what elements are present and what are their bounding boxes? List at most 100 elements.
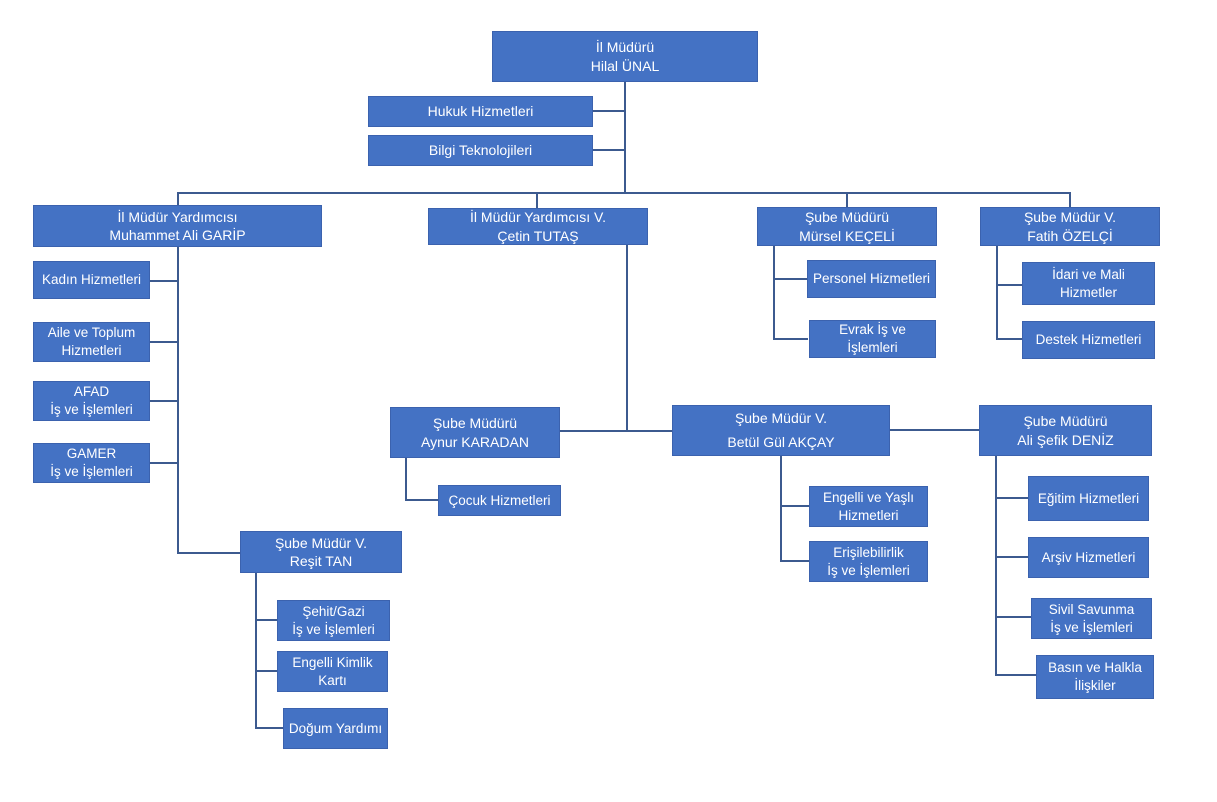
node-unit-line2: İş ve İşlemleri: [292, 621, 375, 637]
org-node-tan: Şube Müdür V. Reşit TAN: [240, 531, 402, 573]
org-node-garip: İl Müdür Yardımcısı Muhammet Ali GARİP: [33, 205, 322, 247]
org-node-deniz: Şube Müdürü Ali Şefik DENİZ: [979, 405, 1152, 456]
org-node-personel-hizmetleri: Personel Hizmetleri: [807, 260, 936, 298]
node-unit-line2: İşlemleri: [847, 340, 898, 355]
org-node-keceli: Şube Müdürü Mürsel KEÇELİ: [757, 207, 937, 246]
node-person: Muhammet Ali GARİP: [109, 227, 246, 243]
connector-sehit: [255, 619, 277, 621]
node-unit-line2: Kartı: [318, 672, 347, 688]
org-node-basin-halkla: Basın ve Halkla İlişkiler: [1036, 655, 1154, 699]
node-unit: Destek Hizmetleri: [1035, 332, 1142, 348]
org-node-idari-mali: İdari ve Mali Hizmetler: [1022, 262, 1155, 305]
node-role: Şube Müdürü: [1023, 413, 1108, 430]
connector-drop-keceli: [846, 192, 848, 208]
node-role: İl Müdürü: [595, 39, 655, 56]
org-node-kadin-hizmetleri: Kadın Hizmetleri: [33, 261, 150, 299]
node-unit: Bilgi Teknolojileri: [428, 142, 533, 159]
node-unit-line2: İlişkiler: [1074, 678, 1116, 693]
node-unit: Personel Hizmetleri: [812, 271, 931, 287]
org-node-gamer: GAMER İş ve İşlemleri: [33, 443, 150, 483]
org-node-cocuk-hizmetleri: Çocuk Hizmetleri: [438, 485, 561, 516]
node-unit: İdari ve Mali: [1052, 266, 1125, 282]
connector-karadan-hang: [405, 457, 407, 500]
org-node-akcay: Şube Müdür V. Betül Gül AKÇAY: [672, 405, 890, 456]
connector-egitim: [995, 497, 1028, 499]
connector-gamer: [150, 462, 177, 464]
node-unit: Şehit/Gazi: [302, 603, 365, 619]
connector-engelli-kimlik: [255, 670, 277, 672]
node-unit: Eğitim Hizmetleri: [1037, 490, 1140, 506]
connector-tan-elbow: [177, 552, 240, 554]
org-node-egitim-hizmetleri: Eğitim Hizmetleri: [1028, 476, 1149, 521]
connector-hukuk: [593, 110, 624, 112]
node-unit-line2: Hizmetler: [1059, 284, 1117, 300]
connector-drop-garip: [177, 192, 179, 206]
node-person: Aynur KARADAN: [421, 433, 529, 450]
org-node-hukuk-hizmetleri: Hukuk Hizmetleri: [368, 96, 593, 127]
node-unit: Hukuk Hizmetleri: [427, 103, 534, 120]
connector-dogum: [255, 727, 283, 729]
connector-drop-ozelci: [1069, 192, 1071, 208]
org-node-ozelci: Şube Müdür V. Fatih ÖZELÇİ: [980, 207, 1160, 246]
node-unit: GAMER: [66, 446, 117, 462]
connector-keceli-hang: [773, 246, 775, 340]
node-person: Çetin TUTAŞ: [497, 227, 579, 244]
connector-tan-hang: [255, 573, 257, 729]
node-unit: Sivil Savunma: [1048, 601, 1135, 617]
node-role: Şube Müdür V.: [1023, 209, 1117, 226]
node-role: Şube Müdürü: [432, 415, 518, 432]
org-node-evrak: Evrak İş ve İşlemleri: [809, 320, 936, 358]
node-unit-line2: İş ve İşlemleri: [1050, 619, 1133, 635]
node-unit-line2: İş ve İşlemleri: [50, 464, 133, 479]
connector-drop-tutas: [536, 192, 538, 209]
connector-afad: [150, 400, 177, 402]
org-node-karadan: Şube Müdürü Aynur KARADAN: [390, 407, 560, 458]
node-unit: Engelli ve Yaşlı: [822, 489, 915, 505]
org-node-arsiv-hizmetleri: Arşiv Hizmetleri: [1028, 537, 1149, 578]
org-node-tutas: İl Müdür Yardımcısı V. Çetin TUTAŞ: [428, 208, 648, 245]
node-unit: Arşiv Hizmetleri: [1041, 549, 1136, 565]
connector-tutas-hang: [626, 245, 628, 431]
connector-destek: [996, 338, 1023, 340]
connector-evrak: [773, 338, 808, 340]
node-unit-line2: İş ve İşlemleri: [50, 402, 133, 417]
connector-cocuk: [405, 499, 438, 501]
node-unit: Evrak İş ve: [839, 322, 906, 338]
node-person: Reşit TAN: [289, 553, 353, 569]
node-unit: Erişilebilirlik: [833, 544, 904, 560]
connector-engelli-yasli: [780, 505, 809, 507]
connector-level2-bus: [177, 192, 1071, 194]
node-unit: Kadın Hizmetleri: [41, 272, 142, 288]
node-unit-line2: Hizmetleri: [838, 507, 899, 523]
connector-akcay-deniz: [890, 429, 979, 431]
node-person: Betül Gül AKÇAY: [727, 433, 835, 450]
connector-karadan-akcay: [560, 430, 672, 432]
org-node-dogum-yardimi: Doğum Yardımı: [283, 708, 388, 749]
org-node-destek-hizmetleri: Destek Hizmetleri: [1022, 321, 1155, 359]
node-unit: Engelli Kimlik: [292, 654, 373, 670]
connector-aile: [150, 341, 177, 343]
org-node-engelli-kimlik: Engelli Kimlik Kartı: [277, 651, 388, 692]
org-node-il-muduru: İl Müdürü Hilal ÜNAL: [492, 31, 758, 82]
node-person: Hilal ÜNAL: [590, 57, 660, 74]
node-person: Ali Şefik DENİZ: [1017, 431, 1114, 448]
connector-root-stem: [624, 82, 626, 193]
connector-idari: [996, 284, 1022, 286]
connector-arsiv: [995, 556, 1030, 558]
node-unit-line2: İş ve İşlemleri: [827, 562, 910, 578]
connector-garip-hang: [177, 247, 179, 554]
connector-bilgi: [593, 149, 624, 151]
connector-erisilebilirlik: [780, 560, 809, 562]
connector-akcay-hang: [780, 455, 782, 561]
node-unit: Aile ve Toplum: [47, 325, 136, 341]
org-node-sivil-savunma: Sivil Savunma İş ve İşlemleri: [1031, 598, 1152, 639]
connector-ozelci-hang: [996, 246, 998, 340]
connector-personel: [773, 278, 807, 280]
node-role: Şube Müdür V.: [734, 409, 828, 426]
node-person: Fatih ÖZELÇİ: [1027, 227, 1113, 244]
org-node-bilgi-teknolojileri: Bilgi Teknolojileri: [368, 135, 593, 166]
node-role: İl Müdür Yardımcısı: [117, 208, 238, 225]
node-role: İl Müdür Yardımcısı V.: [470, 209, 606, 226]
org-node-aile-toplum: Aile ve Toplum Hizmetleri: [33, 322, 150, 362]
